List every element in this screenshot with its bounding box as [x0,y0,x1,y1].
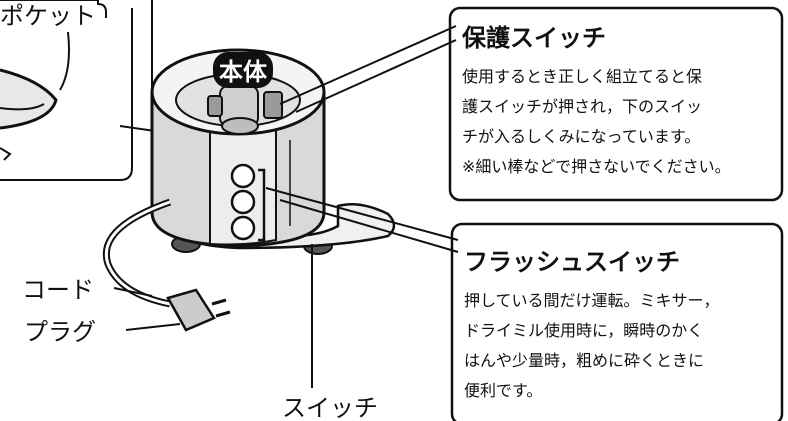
plug-leader-line [125,323,181,331]
flash-box-line-2: ドライミル使用時に，瞬時のかく [464,321,703,340]
main-body-label: 本体 [219,58,268,86]
pocket-callout: ポケット [0,0,133,181]
switch-button-2[interactable] [230,189,256,215]
switch-button-3[interactable] [230,215,256,241]
protect-box-title: 保護スイッチ [461,24,606,52]
main-body-unit [150,48,396,255]
flash-leader-line [265,187,459,241]
flash-box-title: フラッシュスイッチ [464,248,680,276]
flash-box-border [450,222,784,421]
protect-box-border [448,6,784,202]
protect-box-line-2: 護スイッチが押され，下のスイッ [462,97,702,116]
protect-box-line-4: ※細い棒などで押さないでください。 [462,157,731,176]
protect-box-line-3: チが入るしくみになっています。 [462,127,700,146]
protect-leader-line [279,25,457,105]
cord-and-plug [102,198,231,332]
plug-label: プラグ [24,318,96,346]
cord-label: コード [22,276,94,304]
switch-button-1[interactable] [230,163,256,189]
pocket-part [0,68,58,130]
flash-box-line-1: 押している間だけ運転。ミキサー， [464,291,720,310]
plug-part [166,288,216,332]
switch-label: スイッチ [282,394,378,421]
flash-box-line-3: はんや少量時，粗めに砕くときに [464,351,704,370]
main-body-tag: 本体 [213,52,273,88]
pocket-label: ポケット [0,2,96,30]
pocket-leader-line [59,31,70,91]
pocket-box-border [0,8,133,181]
protect-box-line-1: 使用するとき正しく組立てると保 [462,67,702,86]
cord-leader-line [113,287,153,297]
flash-switch-callout: フラッシュスイッチ 押している間だけ運転。ミキサー， ドライミル使用時に，瞬時の… [265,187,784,421]
protect-switch-callout: 保護スイッチ 使用するとき正しく組立てると保 護スイッチが押され，下のスイッ チ… [279,6,784,202]
protect-switch-pin [263,91,283,119]
flash-box-line-4: 便利です。 [464,381,542,400]
